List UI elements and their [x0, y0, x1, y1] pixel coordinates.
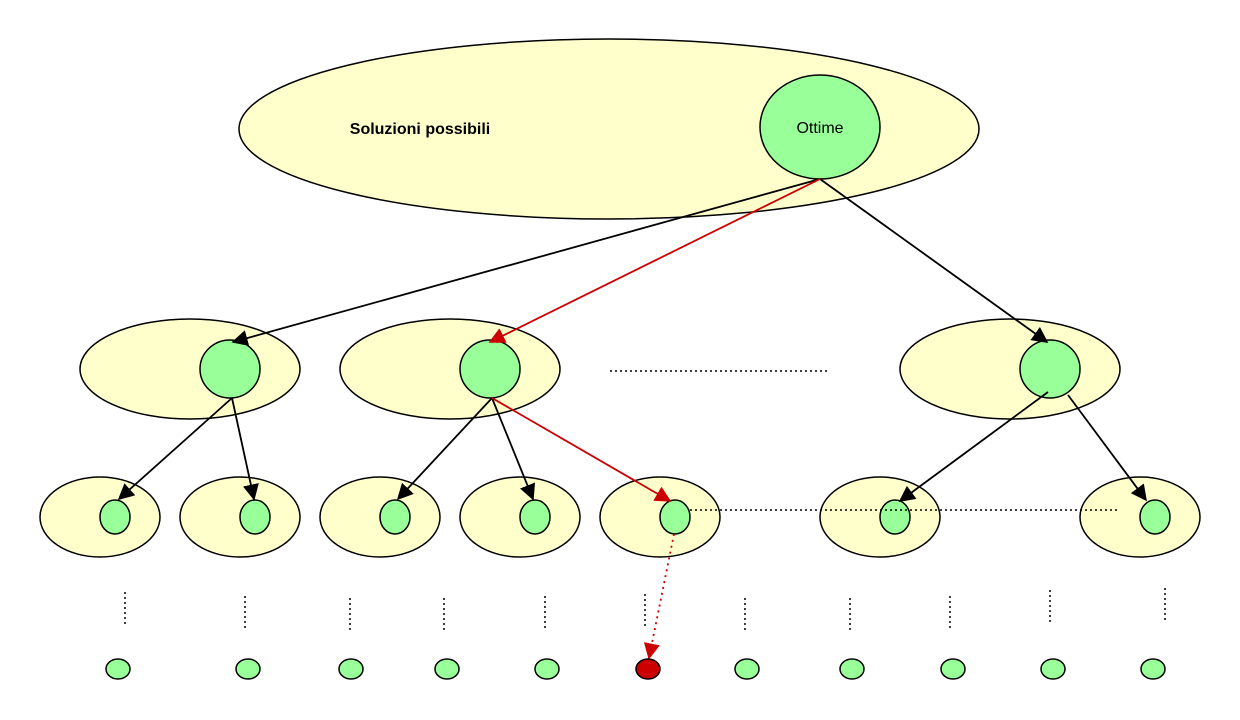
level2-node-3 [379, 499, 411, 535]
level1-set-3 [899, 318, 1121, 420]
leaf-4 [434, 658, 460, 680]
level2-node-5 [659, 499, 691, 535]
level2-node-7 [1139, 499, 1171, 535]
level2-node-6 [879, 499, 911, 535]
level1-set-1 [79, 318, 301, 420]
leaf-2 [235, 658, 261, 680]
leaf-5 [534, 658, 560, 680]
level1-set-2 [339, 318, 561, 420]
red-arrow-l1-2-to-l2-5 [491, 397, 672, 502]
arrow-l1-3-to-l2-6 [898, 391, 1049, 502]
level1-node-2 [459, 339, 521, 399]
arrow-l1-3-to-l2-7 [1067, 394, 1147, 502]
arrow-l1-2-to-l2-3 [396, 397, 493, 501]
leaf-11 [1140, 658, 1166, 680]
level1-node-3 [1019, 339, 1081, 399]
leaf-selected [635, 658, 661, 680]
leaf-9 [940, 658, 966, 680]
arrow-l1-2-to-l2-4 [491, 397, 536, 501]
optimal-label: Ottime [796, 120, 843, 137]
level1-node-1 [199, 339, 261, 399]
level2-node-1 [99, 499, 131, 535]
leaf-3 [338, 658, 364, 680]
root-label: Soluzioni possibili [350, 121, 490, 138]
red-arrow-root-to-l1-2 [488, 178, 821, 343]
leaf-1 [105, 658, 131, 680]
arrow-root-to-l1-1 [231, 178, 821, 346]
arrow-l1-1-to-l2-1 [117, 397, 233, 501]
level2-node-2 [239, 499, 271, 535]
leaf-8 [839, 658, 865, 680]
level2-node-4 [519, 499, 551, 535]
leaf-7 [734, 658, 760, 680]
arrow-root-to-l1-3 [819, 178, 1049, 343]
arrow-l1-1-to-l2-2 [231, 397, 259, 501]
leaf-10 [1040, 658, 1066, 680]
